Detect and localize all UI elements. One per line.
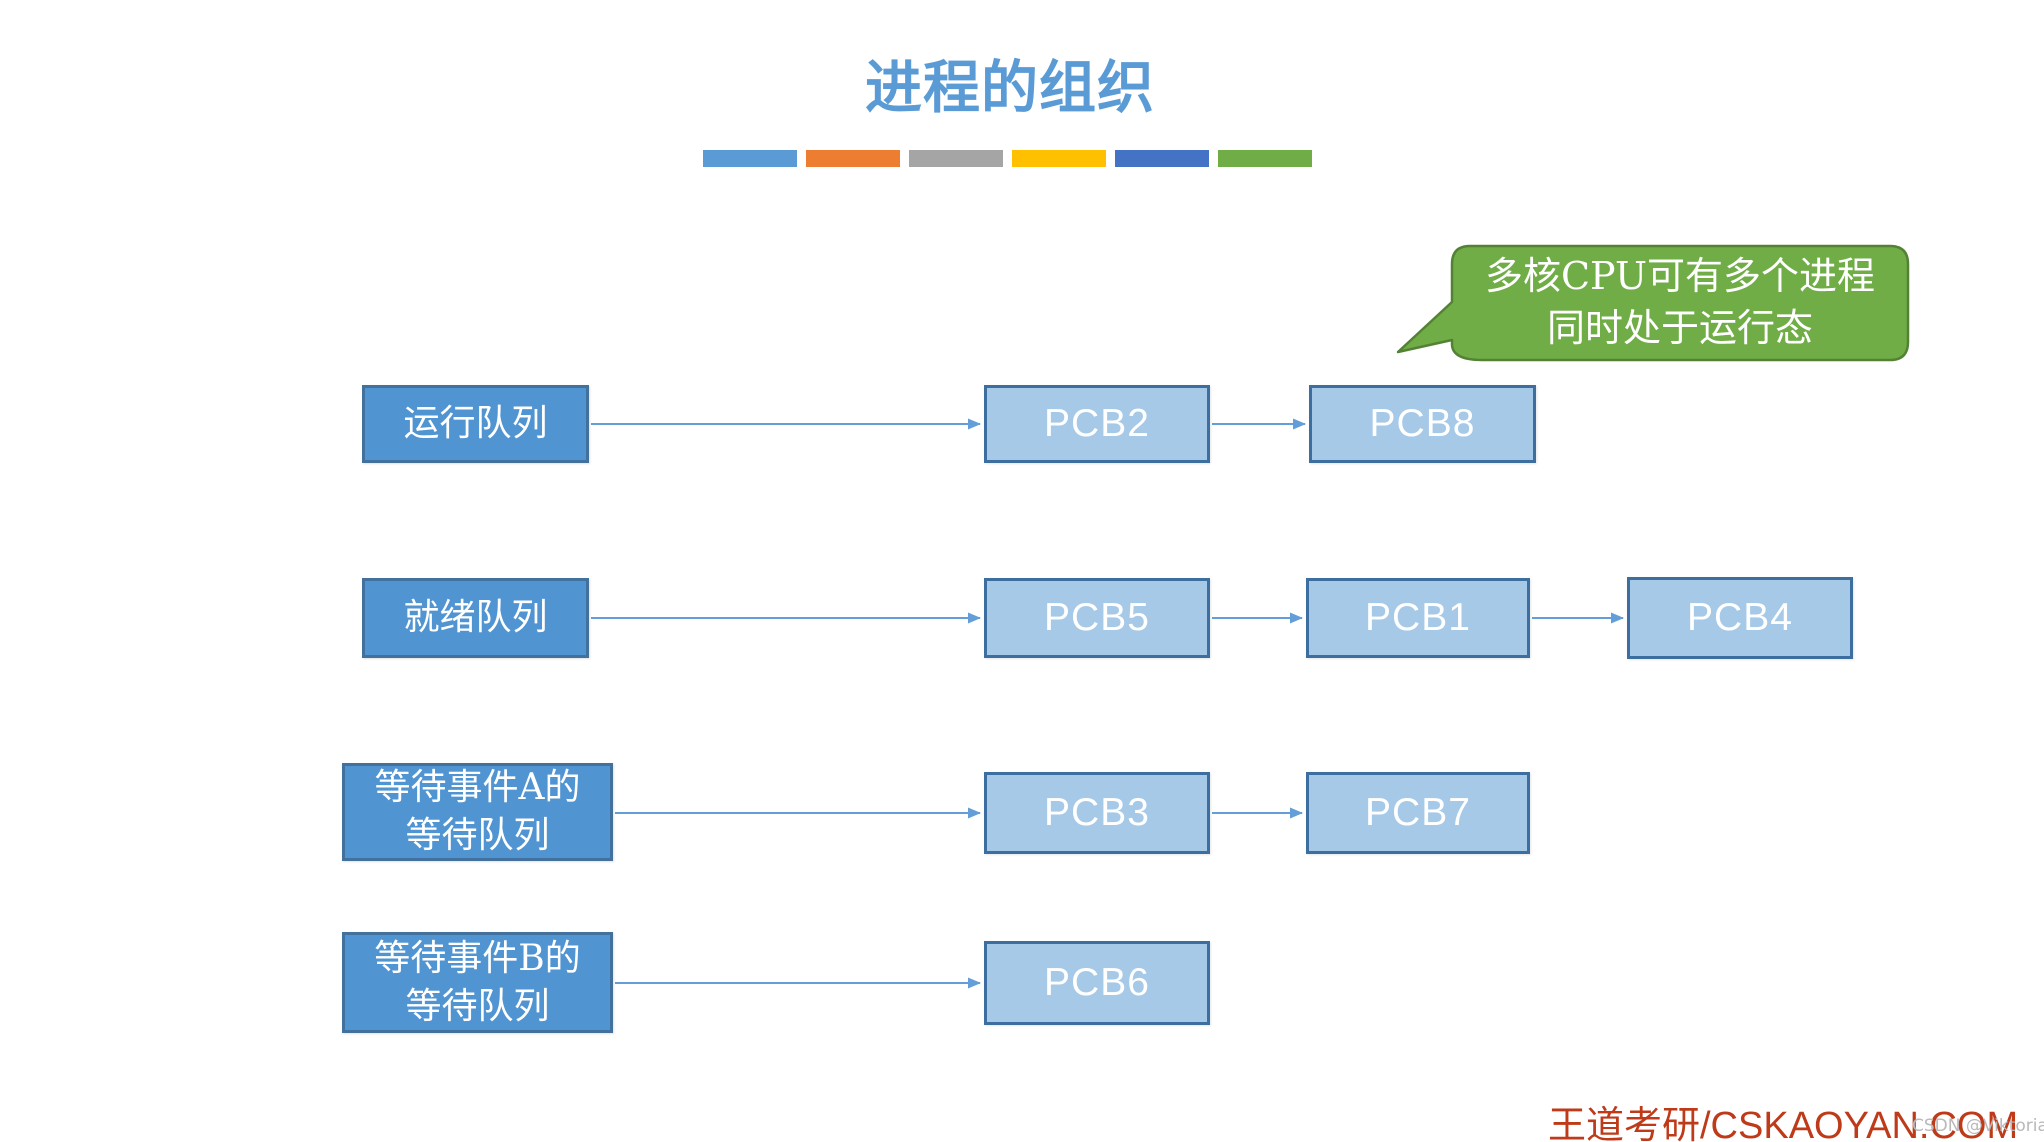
accent-bar <box>703 150 797 167</box>
pcb3-node: PCB3 <box>984 772 1210 854</box>
queue-box-running: 运行队列 <box>362 385 589 463</box>
page-title: 进程的组织 <box>865 54 1155 121</box>
pcb7-node: PCB7 <box>1306 772 1530 854</box>
callout-line2: 同时处于运行态 <box>1546 306 1813 350</box>
brand-watermark: 王道考研/CSKAOYAN.COM <box>1548 1105 2019 1142</box>
pcb8-node: PCB8 <box>1309 385 1536 463</box>
accent-bar <box>806 150 900 167</box>
queue-box-waiting-a: 等待事件A的 等待队列 <box>342 763 613 861</box>
accent-bar <box>1218 150 1312 167</box>
pcb2-node: PCB2 <box>984 385 1210 463</box>
title-underline-bars <box>703 150 1312 167</box>
accent-bar <box>1012 150 1106 167</box>
accent-bar <box>909 150 1003 167</box>
pcb5-node: PCB5 <box>984 578 1210 658</box>
callout-line1: 多核CPU可有多个进程 <box>1484 254 1875 299</box>
csdn-watermark: CSDN @Viktoriae <box>1912 1116 2044 1136</box>
pcb6-node: PCB6 <box>984 941 1210 1025</box>
pcb1-node: PCB1 <box>1306 578 1530 658</box>
pcb4-node: PCB4 <box>1627 577 1853 659</box>
callout-note: 多核CPU可有多个进程 同时处于运行态 <box>1452 246 1908 360</box>
accent-bar <box>1115 150 1209 167</box>
queue-box-waiting-b: 等待事件B的 等待队列 <box>342 932 613 1033</box>
callout-bubble <box>1396 244 1910 362</box>
queue-box-ready: 就绪队列 <box>362 578 589 658</box>
